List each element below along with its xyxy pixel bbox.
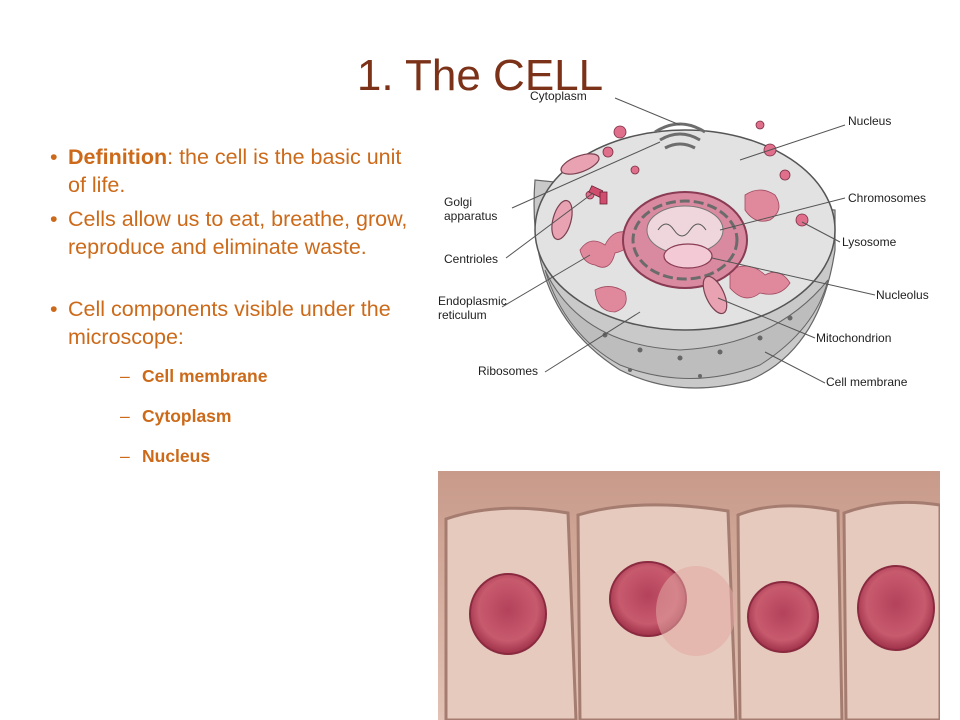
label-chromosomes: Chromosomes (848, 191, 926, 205)
components-text: Cell components visible under the micros… (68, 297, 391, 349)
leader-lines (501, 97, 876, 384)
label-er-2: reticulum (438, 308, 487, 322)
bullet-glyph: • (50, 207, 58, 231)
chromosome-squiggle (657, 223, 707, 237)
label-cell-membrane: Cell membrane (826, 375, 908, 389)
dash-glyph: – (120, 366, 130, 386)
functions-text: Cells allow us to eat, breathe, grow, re… (68, 207, 408, 259)
label-er-1: Endoplasmic (438, 294, 507, 308)
endoplasmic-reticulum (579, 189, 791, 313)
label-golgi-1: Golgi (444, 195, 472, 209)
label-nucleus: Nucleus (848, 114, 891, 128)
bullet-list: • Definition: the cell is the basic unit… (48, 143, 418, 485)
nucleolus (663, 243, 713, 269)
label-centrioles: Centrioles (444, 252, 498, 266)
micrograph-cytoplasm-stain (656, 566, 736, 656)
dash-glyph: – (120, 406, 130, 426)
label-nucleolus: Nucleolus (876, 288, 929, 302)
label-cytoplasm: Cytoplasm (530, 89, 587, 103)
centrioles (588, 185, 608, 205)
sub-item-cytoplasm: – Cytoplasm (120, 406, 232, 426)
nucleus-envelope-ring (631, 199, 739, 281)
slide-title: 1. The CELL (356, 51, 604, 100)
label-ribosomes: Ribosomes (478, 364, 538, 378)
bullet-glyph: • (50, 145, 58, 169)
animal-cell-diagram: Cytoplasm Nucleus Golgi apparatus Chromo… (438, 89, 929, 389)
label-golgi-2: apparatus (444, 209, 497, 223)
definition-label: Definition (68, 145, 168, 169)
sub-item-nucleus: – Nucleus (120, 446, 211, 466)
golgi-apparatus (654, 122, 706, 150)
mitochondria (551, 153, 728, 315)
dash-glyph: – (120, 446, 130, 466)
components-sublist: – Cell membrane – Cytoplasm – Nucleus (68, 365, 418, 467)
bullet-functions: • Cells allow us to eat, breathe, grow, … (48, 205, 418, 261)
definition-text: : the cell is the basic unit of life. (68, 145, 402, 197)
bullet-definition: • Definition: the cell is the basic unit… (48, 143, 418, 199)
cell-cut-section (544, 269, 829, 379)
lysosomes (585, 120, 809, 227)
sub-item-cell-membrane: – Cell membrane (120, 366, 268, 386)
label-lysosome: Lysosome (842, 235, 897, 249)
bullet-glyph: • (50, 297, 58, 321)
cell-micrograph (438, 471, 940, 720)
label-mitochondrion: Mitochondrion (816, 331, 891, 345)
bullet-components: • Cell components visible under the micr… (48, 295, 418, 467)
